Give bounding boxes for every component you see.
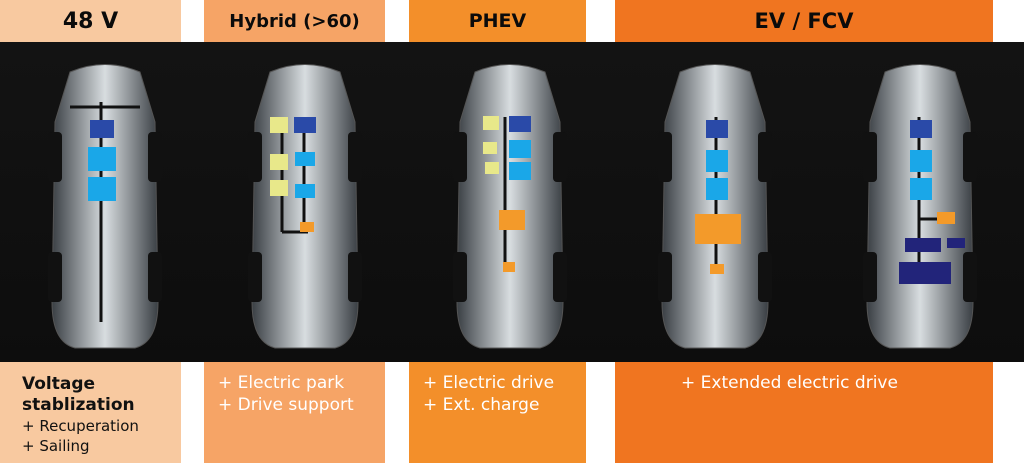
footer-48v-item1: + Recuperation [22,417,139,435]
car-fcv [863,64,977,349]
car-phev [453,64,567,349]
car-48v [48,64,162,349]
header-gap [385,0,409,42]
header-phev: PHEV [409,0,586,42]
inverter-block [88,147,116,171]
footer-phev-item1: + Electric drive [423,373,555,393]
footer-48v: Voltage stablization + Recuperation + Sa… [0,362,181,463]
battery-block [90,120,114,138]
header-48v: 48 V [0,0,181,42]
footer-48v-item2: + Sailing [22,437,90,455]
footer-hybrid-item2: + Drive support [218,395,354,415]
car-ev [658,64,772,349]
footer-gap [993,362,1024,463]
header-ev: EV / FCV [615,0,993,42]
motor-block [88,177,116,201]
header-gap [993,0,1024,42]
footer-gap [586,362,615,463]
footer-ev: + Extended electric drive [615,362,993,463]
footer-gap [181,362,204,463]
footer-gap [385,362,409,463]
car-hybrid [248,64,362,349]
footer-hybrid-item1: + Electric park [218,373,345,393]
header-gap [181,0,204,42]
header-gap [586,0,615,42]
footer-48v-title1: Voltage [22,374,96,394]
footer-phev-item2: + Ext. charge [423,395,540,415]
footer-hybrid: + Electric park + Drive support [204,362,385,463]
footer-48v-title2: stablization [22,395,135,415]
footer-phev: + Electric drive + Ext. charge [409,362,586,463]
header-hybrid: Hybrid (>60) [204,0,385,42]
footer-ev-item1: + Extended electric drive [681,373,898,393]
